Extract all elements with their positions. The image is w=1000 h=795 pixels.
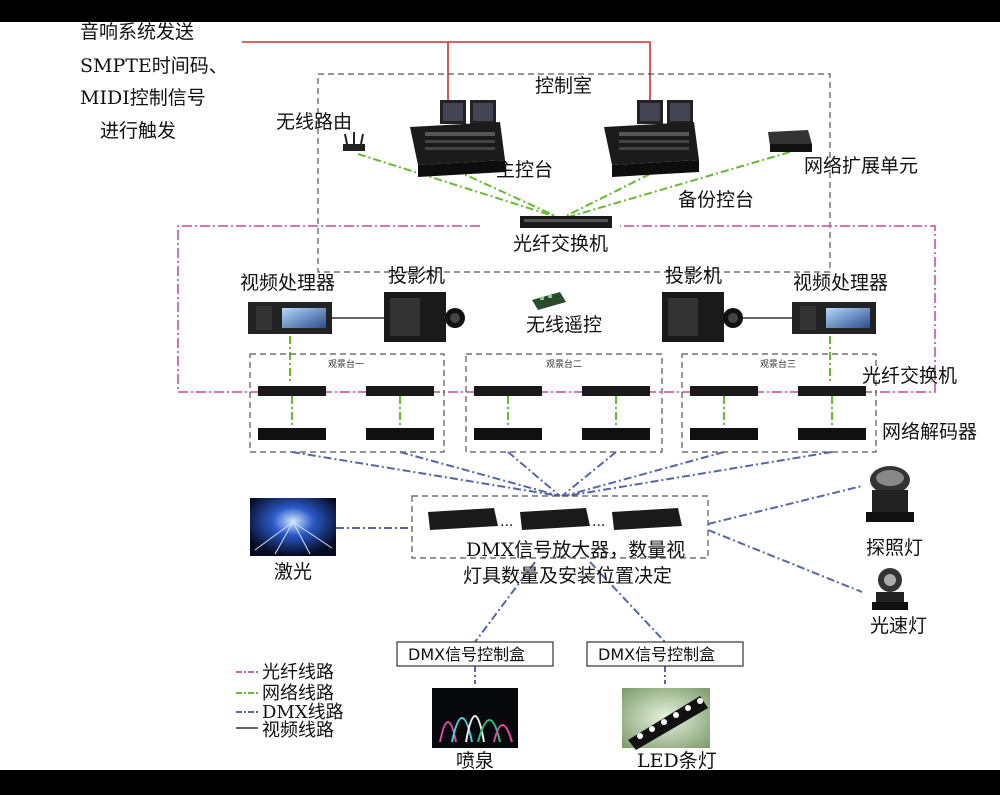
- stage2-box: [465, 353, 663, 453]
- video-processor-right-icon: [792, 302, 876, 334]
- trigger-lines: [242, 41, 651, 100]
- dmx-amp-label-2: 灯具数量及安装位置决定: [463, 565, 672, 587]
- network-lines-top: [357, 151, 791, 219]
- projector-left-label: 投影机: [388, 265, 445, 287]
- dmx-lines-decoders: [291, 451, 833, 497]
- stage-devices: [258, 386, 866, 440]
- wireless-router-label: 无线路由: [276, 111, 352, 133]
- led-strip-label: LED条灯: [637, 750, 717, 770]
- network-expansion-icon: [768, 130, 812, 152]
- dmx-line-box-left: [474, 561, 536, 643]
- control-room-label: 控制室: [535, 75, 592, 97]
- beam-light-label: 光速灯: [870, 615, 927, 637]
- fiber-ring: [177, 225, 936, 393]
- dmx-box-left: [396, 641, 554, 667]
- laser-label: 激光: [274, 561, 312, 583]
- fountain-label: 喷泉: [456, 750, 494, 770]
- searchlight-icon: [866, 466, 914, 522]
- backup-console-icon: [604, 100, 699, 177]
- fiber-switch-right-label: 光纤交换机: [862, 365, 957, 387]
- fiber-switch-top-label: 光纤交换机: [513, 233, 608, 255]
- trigger-text-2: SMPTE时间码、: [80, 55, 228, 77]
- dmx-amp-label-1: DMX信号放大器，数量视: [466, 539, 685, 561]
- trigger-text-4: 进行触发: [100, 120, 176, 142]
- stage3-label: 观景台三: [760, 358, 796, 370]
- video-processor-right-label: 视频处理器: [793, 272, 888, 294]
- dmx-amp-dots-1: ...: [500, 514, 513, 530]
- fiber-switch-top-icon: [520, 216, 612, 228]
- dmx-line-beam: [707, 529, 863, 593]
- trigger-text-1: 音响系统发送: [80, 22, 194, 43]
- dmx-line-searchlight: [707, 485, 863, 525]
- projector-right-icon: [662, 292, 743, 342]
- legend: 光纤线路 网络线路 DMX线路 视频线路: [236, 662, 344, 741]
- main-console-label: 主控台: [496, 159, 553, 181]
- legend-video-label: 视频线路: [262, 720, 334, 741]
- diagram-canvas: 光纤线路 网络线路 DMX线路 视频线路 音响系统发送 SMPTE时间码、 MI…: [0, 22, 1000, 770]
- searchlight-label: 探照灯: [866, 537, 923, 559]
- dmx-box-left-label: DMX信号控制盒: [408, 645, 525, 664]
- dmx-box-right-label: DMX信号控制盒: [598, 645, 715, 664]
- projector-left-icon: [384, 292, 465, 342]
- legend-network-label: 网络线路: [262, 683, 334, 704]
- stage3-box: [681, 353, 877, 453]
- stage1-box: [249, 353, 445, 453]
- network-expansion-label: 网络扩展单元: [804, 155, 918, 177]
- stage2-label: 观景台二: [546, 358, 582, 370]
- dmx-box-right: [586, 641, 744, 667]
- trigger-text-3: MIDI控制信号: [80, 87, 206, 109]
- led-strip-icon: [622, 688, 710, 750]
- video-processor-left-label: 视频处理器: [240, 272, 335, 294]
- backup-console-label: 备份控台: [678, 189, 754, 211]
- wireless-remote-label: 无线遥控: [526, 314, 602, 336]
- dmx-amp-devices: [428, 508, 682, 530]
- main-console-icon: [410, 100, 505, 177]
- legend-dmx-label: DMX线路: [262, 702, 344, 723]
- dmx-amp-dots-2: ...: [592, 514, 605, 530]
- stage1-label: 观景台一: [328, 358, 364, 370]
- dmx-line-box-right: [589, 561, 666, 643]
- legend-fiber-label: 光纤线路: [262, 662, 334, 683]
- wireless-remote-icon: [532, 292, 566, 310]
- wireless-router-icon: [343, 132, 365, 151]
- beam-light-icon: [872, 568, 908, 610]
- fountain-icon: [432, 688, 518, 748]
- projector-right-label: 投影机: [665, 265, 722, 287]
- laser-icon: [250, 498, 336, 556]
- control-room-box: [317, 73, 831, 273]
- video-processor-left-icon: [248, 302, 332, 334]
- system-diagram: 光纤线路 网络线路 DMX线路 视频线路 音响系统发送 SMPTE时间码、 MI…: [80, 22, 977, 770]
- network-decoder-label: 网络解码器: [882, 421, 977, 443]
